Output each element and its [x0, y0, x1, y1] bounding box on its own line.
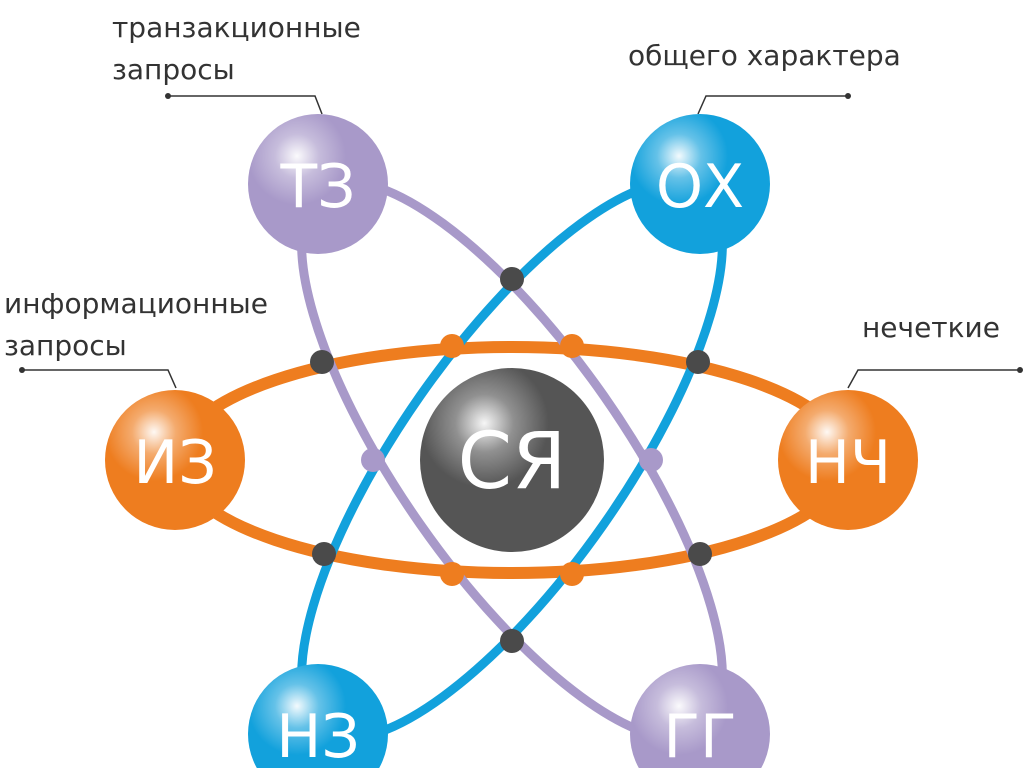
node-iz-abbr: ИЗ — [133, 428, 216, 498]
node-nz-abbr: НЗ — [276, 702, 360, 768]
leader-line-ox — [697, 95, 848, 115]
junction-dot — [688, 542, 712, 566]
node-ox-abbr: ОХ — [656, 152, 744, 222]
label-ox: общего характера — [628, 39, 901, 72]
junction-dot-orange — [560, 562, 584, 586]
node-ox: ОХ — [630, 114, 770, 254]
leader-dot-iz — [19, 367, 25, 373]
junction-dot-orange — [440, 562, 464, 586]
leader-dot-nch — [1017, 367, 1023, 373]
junction-dot-orange — [440, 334, 464, 358]
junction-dot — [312, 542, 336, 566]
leader-line-nch — [847, 369, 1020, 389]
leader-line-iz — [22, 369, 177, 389]
node-nch-abbr: НЧ — [805, 428, 891, 498]
junction-dot-lavender — [361, 448, 385, 472]
leader-dot-ox — [845, 93, 851, 99]
junction-dot-orange — [560, 334, 584, 358]
node-tz: ТЗ — [248, 114, 388, 254]
junction-dot — [500, 629, 524, 653]
node-tz-abbr: ТЗ — [279, 152, 355, 222]
label-tz-line1: транзакционные — [112, 11, 361, 44]
node-center: СЯ — [420, 368, 604, 552]
node-nz: НЗ — [248, 664, 388, 772]
junction-dot — [500, 267, 524, 291]
label-iz-line2: запросы — [4, 329, 127, 362]
leader-dot-tz — [165, 93, 171, 99]
node-iz: ИЗ — [105, 390, 245, 530]
leader-line-tz — [168, 95, 323, 115]
label-tz-line2: запросы — [112, 53, 235, 86]
junction-dot — [310, 350, 334, 374]
node-gg: ГГ — [630, 664, 770, 772]
junction-dot-lavender — [639, 448, 663, 472]
label-nch: нечеткие — [862, 311, 1000, 344]
node-center-abbr: СЯ — [458, 417, 567, 507]
node-nch: НЧ — [778, 390, 918, 530]
node-gg-abbr: ГГ — [663, 702, 736, 768]
junction-dot — [686, 350, 710, 374]
label-iz-line1: информационные — [4, 287, 268, 320]
